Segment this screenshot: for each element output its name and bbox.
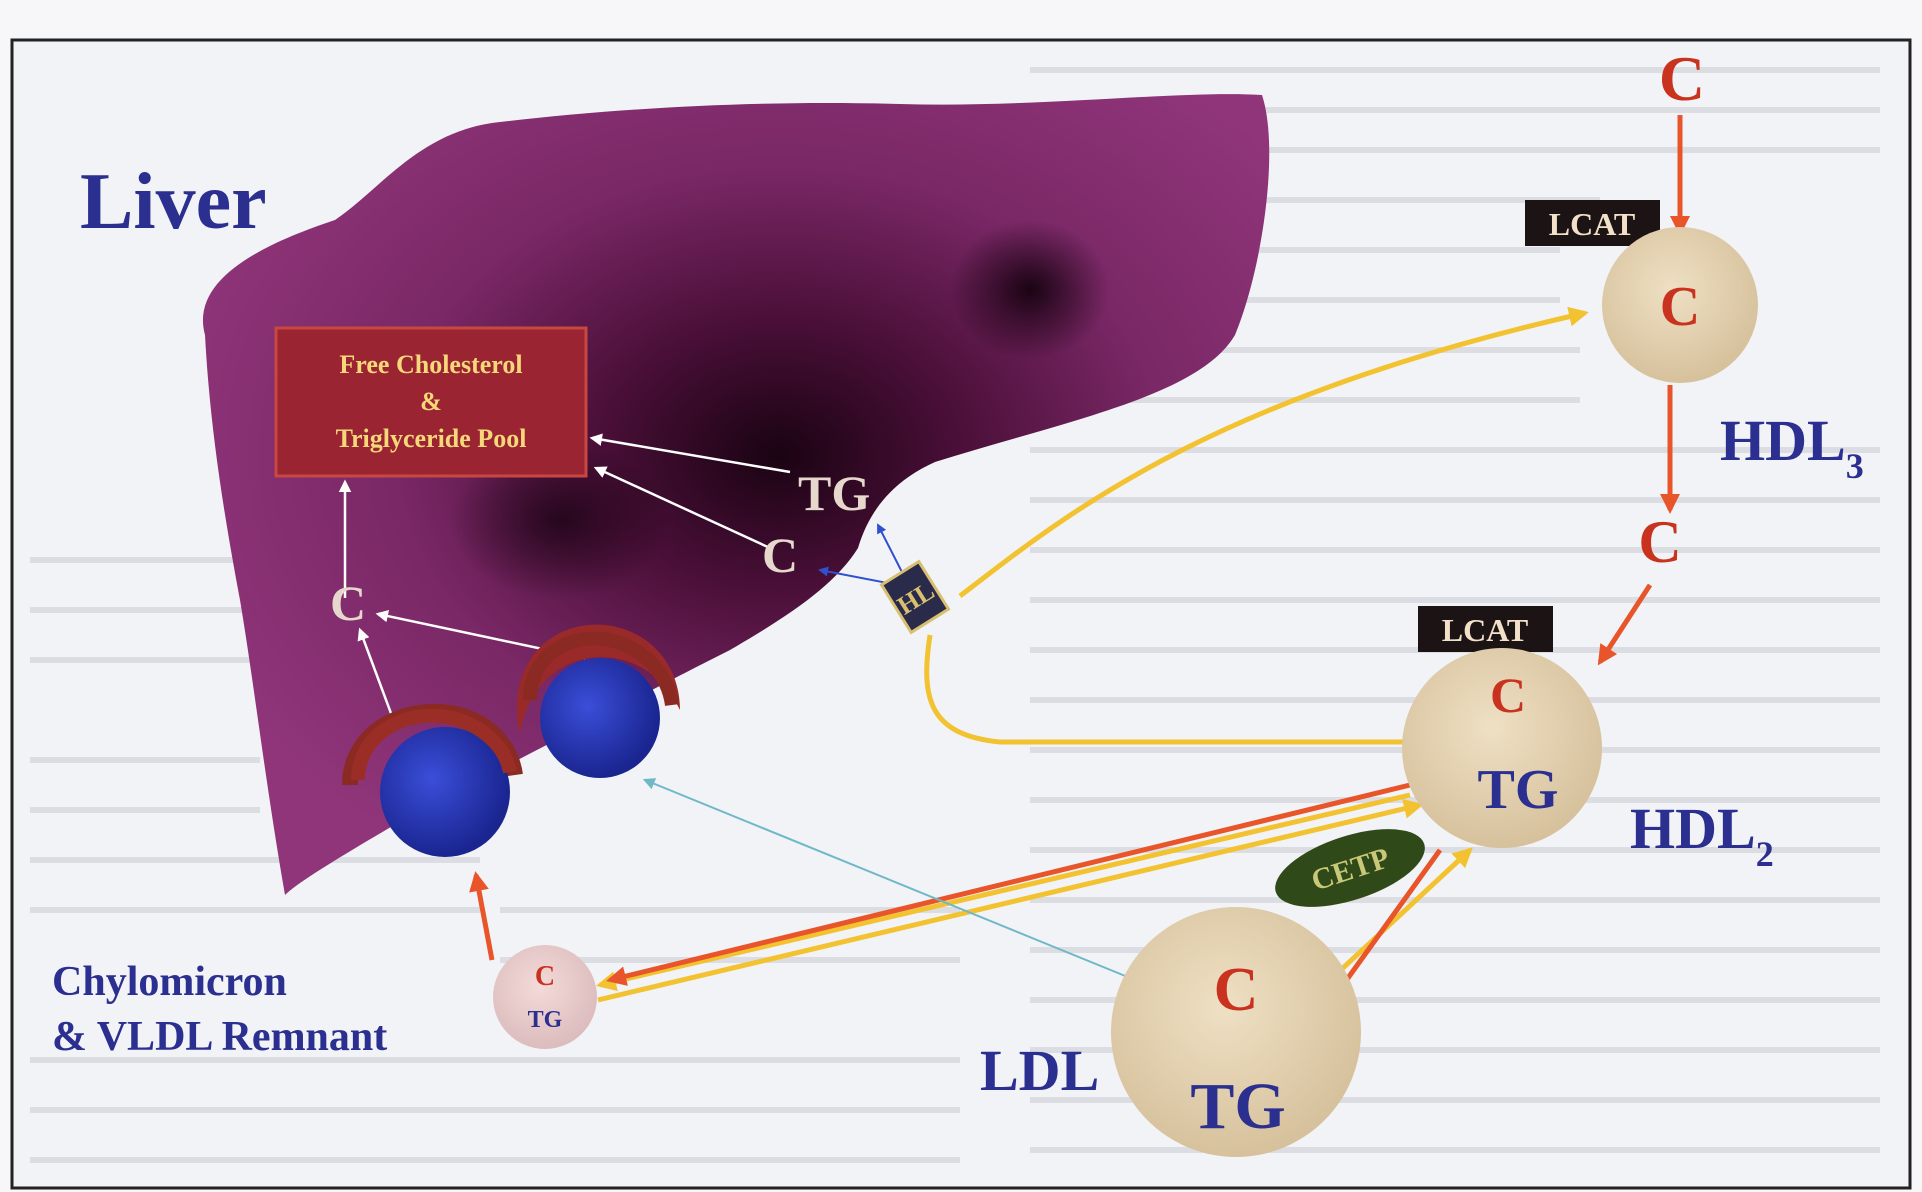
remnant-tg-label: TG	[528, 1007, 563, 1033]
lcat-mid-label: LCAT	[1442, 612, 1529, 648]
hdl2-label-main: HDL	[1630, 796, 1756, 861]
hdl3-c-label: C	[1660, 276, 1700, 338]
pool-label-line2: &	[420, 387, 442, 416]
hdl3-label-sub: 3	[1846, 446, 1864, 486]
hdl2-label-sub: 2	[1756, 834, 1774, 874]
pool-label-line3: Triglyceride Pool	[336, 424, 527, 453]
free-c-mid: C	[1638, 509, 1681, 575]
liver-c-label-1: C	[762, 527, 798, 583]
liver-title: Liver	[80, 158, 267, 246]
ldl-c-label: C	[1214, 956, 1259, 1024]
lcat-top-label: LCAT	[1549, 206, 1636, 242]
free-c-top: C	[1659, 43, 1705, 114]
pool-label-line1: Free Cholesterol	[339, 350, 522, 379]
chylomicron-label-line1: Chylomicron	[52, 959, 287, 1005]
ldl-tg-label: TG	[1190, 1070, 1285, 1143]
remnant-c-label: C	[535, 961, 555, 992]
liver-tg-label: TG	[798, 465, 870, 521]
hdl2-tg-label: TG	[1478, 759, 1559, 821]
liver-shadow	[950, 220, 1110, 360]
liver-c-label-2: C	[330, 575, 366, 631]
ldl-label: LDL	[980, 1038, 1099, 1103]
chylomicron-label-line2: & VLDL Remnant	[52, 1014, 387, 1060]
hdl3-label-main: HDL	[1720, 408, 1846, 473]
hdl2-c-label: C	[1490, 667, 1526, 723]
